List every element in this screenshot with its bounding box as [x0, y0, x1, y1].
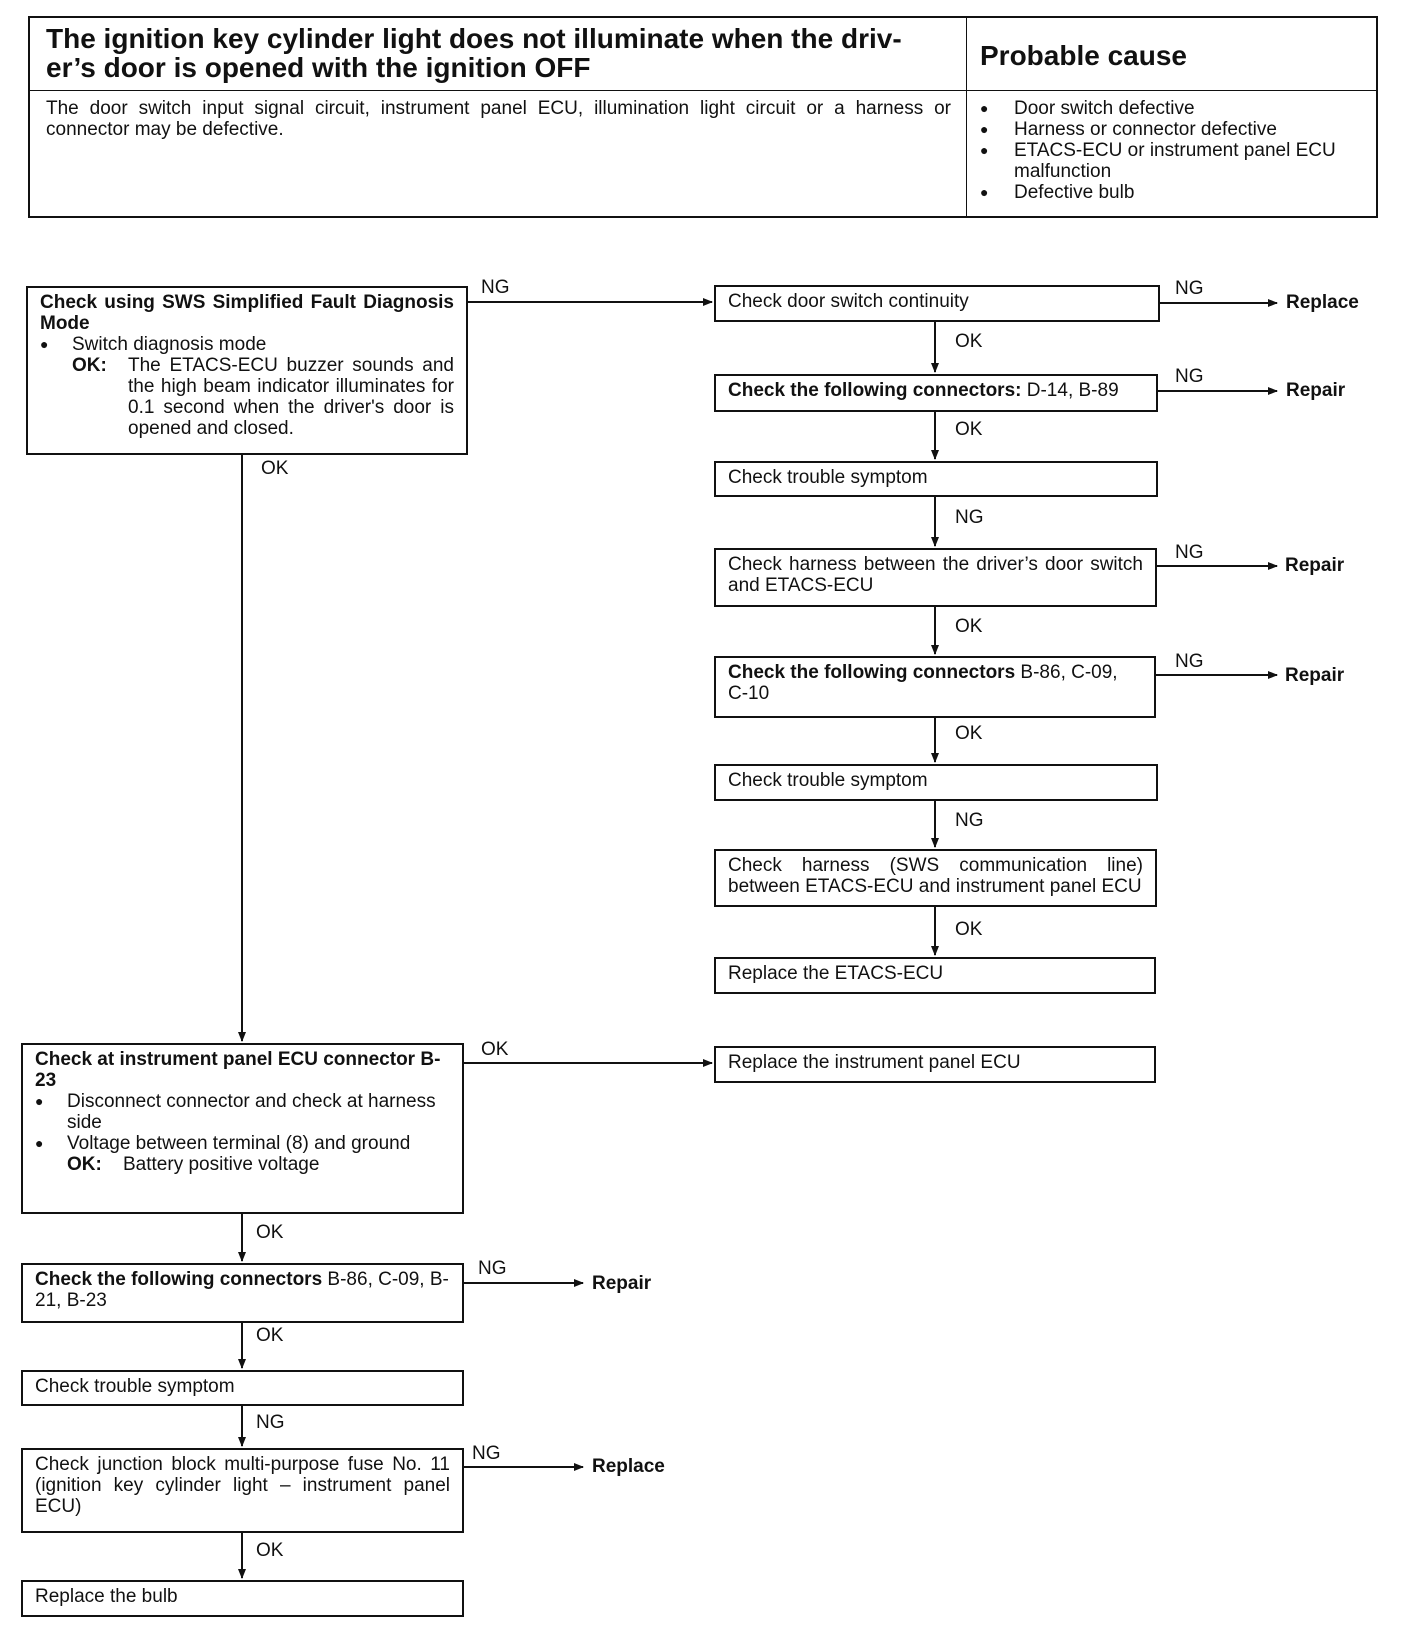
replace-result: Replace	[592, 1456, 665, 1477]
sws-check-title: Check using SWS Simplified Fault Diagnos…	[40, 292, 454, 334]
ok-label: OK	[261, 458, 289, 479]
ng-label: NG	[256, 1412, 285, 1433]
ipecu-check-bullet: Disconnect connector and check at harnes…	[35, 1091, 450, 1133]
ok-key: OK:	[72, 355, 107, 376]
ok-label: OK	[256, 1540, 284, 1561]
harness-check-text: Check harness between the driver’s door …	[728, 554, 1143, 596]
connector-list: D-14, B-89	[1021, 380, 1119, 401]
cause-list: Door switch defective Harness or connect…	[980, 98, 1360, 203]
cause-item: ETACS-ECU or instrument panel ECU malfun…	[980, 140, 1360, 182]
cause-item: Defective bulb	[980, 182, 1360, 203]
sws-check-bullet: Switch diagnosis mode	[40, 334, 454, 355]
connector-check-box: Check the following connectors: D-14, B-…	[714, 374, 1158, 412]
table-divider	[966, 18, 967, 216]
ng-label: NG	[478, 1258, 507, 1279]
ok-label: OK	[955, 919, 983, 940]
fuse-check-box: Check junction block multi-purpose fuse …	[21, 1448, 464, 1533]
repair-result: Repair	[592, 1273, 652, 1294]
sws-check-ok-text: The ETACS-ECU buzzer sounds and the high…	[128, 355, 454, 439]
door-switch-box: Check door switch continuity	[714, 285, 1160, 322]
ipecu-check-box: Check at instrument panel ECU connector …	[21, 1043, 464, 1214]
connector-list: B-86, C-09, B-21, B-23	[35, 1269, 449, 1311]
connector-check-title: Check the following connectors:	[728, 380, 1022, 401]
ipecu-check-bullet: Voltage between terminal (8) and ground	[35, 1133, 450, 1154]
trouble-symptom-text: Check trouble symptom	[35, 1376, 235, 1397]
ng-label: NG	[1175, 278, 1204, 299]
ng-label: NG	[472, 1443, 501, 1464]
ipecu-check-ok-text: Battery positive voltage	[123, 1154, 320, 1175]
sws-check-ok: OK: The ETACS-ECU buzzer sounds and the …	[40, 355, 454, 439]
cause-item: Harness or connector defective	[980, 119, 1360, 140]
ng-label: NG	[955, 507, 984, 528]
connector-check-title: Check the following connectors	[728, 662, 1016, 683]
replace-etacs-text: Replace the ETACS-ECU	[728, 963, 944, 984]
replace-bulb-text: Replace the bulb	[35, 1586, 178, 1607]
ok-label: OK	[256, 1222, 284, 1243]
probable-cause-heading: Probable cause	[980, 40, 1187, 71]
trouble-symptom-box: Check trouble symptom	[21, 1370, 464, 1406]
ng-label: NG	[955, 810, 984, 831]
ok-label: OK	[955, 419, 983, 440]
ok-key: OK:	[67, 1154, 102, 1175]
replace-ipecu-text: Replace the instrument panel ECU	[728, 1052, 1021, 1073]
repair-result: Repair	[1286, 380, 1346, 401]
ng-label: NG	[1175, 366, 1204, 387]
fuse-check-text: Check junction block multi-purpose fuse …	[35, 1454, 450, 1517]
ng-label: NG	[481, 277, 510, 298]
table-divider	[30, 90, 1376, 91]
connector-list: B-86, C-09, C-10	[728, 662, 1118, 704]
connector-check-box: Check the following connectors B-86, C-0…	[21, 1263, 464, 1323]
ipecu-check-title: Check at instrument panel ECU connector …	[35, 1049, 441, 1091]
harness-check-box: Check harness (SWS communication line) b…	[714, 849, 1157, 907]
replace-result: Replace	[1286, 292, 1359, 313]
ok-label: OK	[481, 1039, 509, 1060]
ok-label: OK	[256, 1325, 284, 1346]
symptom-description: The door switch input signal circuit, in…	[46, 98, 951, 140]
connector-check-title: Check the following connectors	[35, 1269, 323, 1290]
repair-result: Repair	[1285, 555, 1345, 576]
ok-label: OK	[955, 723, 983, 744]
trouble-symptom-box: Check trouble symptom	[714, 461, 1158, 497]
symptom-title: The ignition key cylinder light does not…	[46, 23, 902, 83]
ipecu-check-ok: OK: Battery positive voltage	[35, 1154, 450, 1175]
harness-check-box: Check harness between the driver’s door …	[714, 548, 1157, 607]
ok-label: OK	[955, 331, 983, 352]
ng-label: NG	[1175, 651, 1204, 672]
sws-check-box: Check using SWS Simplified Fault Diagnos…	[26, 286, 468, 455]
replace-ipecu-box: Replace the instrument panel ECU	[714, 1046, 1156, 1083]
trouble-symptom-text: Check trouble symptom	[728, 467, 928, 488]
trouble-symptom-text: Check trouble symptom	[728, 770, 928, 791]
cause-item: Door switch defective	[980, 98, 1360, 119]
symptom-table: The ignition key cylinder light does not…	[28, 16, 1378, 218]
ng-label: NG	[1175, 542, 1204, 563]
replace-bulb-box: Replace the bulb	[21, 1580, 464, 1617]
connector-check-box: Check the following connectors B-86, C-0…	[714, 656, 1156, 718]
door-switch-text: Check door switch continuity	[728, 291, 969, 312]
trouble-symptom-box: Check trouble symptom	[714, 764, 1158, 801]
ok-label: OK	[955, 616, 983, 637]
harness-check-text: Check harness (SWS communication line) b…	[728, 855, 1143, 897]
repair-result: Repair	[1285, 665, 1345, 686]
replace-etacs-box: Replace the ETACS-ECU	[714, 957, 1156, 994]
